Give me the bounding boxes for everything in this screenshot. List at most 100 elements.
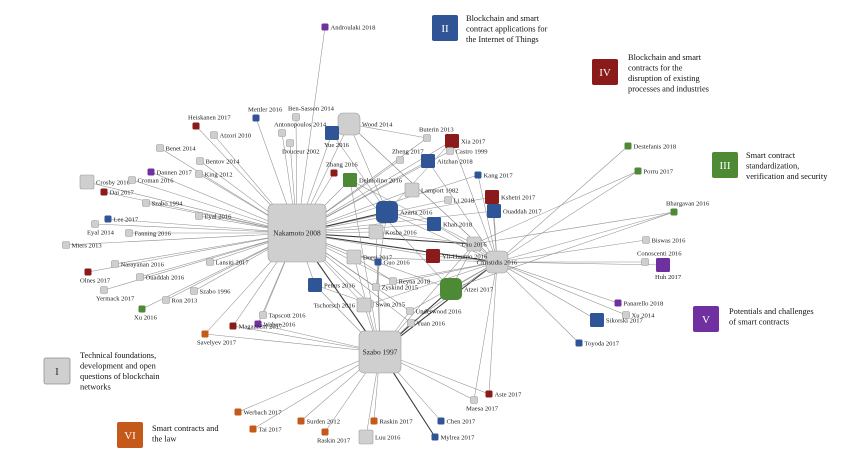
node-antonopoulos[interactable]: Antonopoulos 2014 xyxy=(274,122,327,137)
node-huh[interactable]: Huh 2017 xyxy=(655,258,682,281)
node-sikorski[interactable]: Sikorski 2017 xyxy=(590,313,644,327)
node-swan[interactable]: Swan 2015 xyxy=(366,300,406,309)
node-khan[interactable]: Khan 2018 xyxy=(427,217,473,231)
node-tschorsch[interactable]: Tschorsch 2016 xyxy=(314,297,372,313)
node-szabo1994[interactable]: Szabo 1994 xyxy=(142,199,184,208)
node-destefanis[interactable]: Destefanis 2018 xyxy=(624,142,677,151)
node-dorri[interactable]: Dorri 2017 xyxy=(346,249,393,265)
node-square xyxy=(376,201,398,223)
node-androulaki[interactable]: Androulaki 2018 xyxy=(321,23,377,32)
node-aste[interactable]: Aste 2017 xyxy=(485,390,523,399)
node-benet[interactable]: Benet 2014 xyxy=(156,144,197,153)
node-atzei[interactable]: Atzei 2017 xyxy=(440,278,494,300)
node-yuan[interactable]: Yuan 2016 xyxy=(407,319,446,328)
node-szabo1996[interactable]: Szabo 1996 xyxy=(190,287,232,296)
node-kosba[interactable]: Kosba 2016 xyxy=(368,224,417,240)
edge-christidis-xu2014 xyxy=(496,261,627,316)
node-buterin[interactable]: Buterin 2013 xyxy=(419,127,454,142)
edge-christidis-bhargavan xyxy=(496,211,675,263)
node-raskin2017b[interactable]: Raskin 2017 xyxy=(317,428,351,445)
node-label: Eyal 2014 xyxy=(87,230,115,237)
node-douceur[interactable]: Douceur 2002 xyxy=(282,139,320,156)
node-fanning[interactable]: Fanning 2016 xyxy=(125,229,172,238)
node-aitzhan[interactable]: Aitzhan 2018 xyxy=(421,154,473,168)
node-yermack[interactable]: Yermack 2017 xyxy=(96,286,135,303)
node-azaria[interactable]: Azaria 2016 xyxy=(376,201,433,223)
node-maesa[interactable]: Maesa 2017 xyxy=(466,396,499,413)
node-square xyxy=(641,258,649,266)
node-yli[interactable]: Yli-Huumo 2016 xyxy=(426,249,488,263)
node-porru[interactable]: Porru 2017 xyxy=(634,167,674,176)
node-narayanan[interactable]: Narayanan 2016 xyxy=(111,260,165,269)
node-label: Chen 2017 xyxy=(447,419,476,426)
node-li2018[interactable]: Li 2018 xyxy=(444,196,475,205)
node-heiskanen[interactable]: Heiskanen 2017 xyxy=(188,115,231,130)
node-tai[interactable]: Tai 2017 xyxy=(249,425,283,434)
node-square xyxy=(156,144,164,152)
node-bhargavan[interactable]: Bhargavan 2016 xyxy=(666,201,710,216)
node-square xyxy=(100,188,108,196)
node-olnes[interactable]: Olnes 2017 xyxy=(80,268,111,285)
node-delmolino[interactable]: Delmolino 2016 xyxy=(343,173,403,187)
node-dai[interactable]: Dai 2017 xyxy=(100,188,135,197)
node-peters[interactable]: Peters 2016 xyxy=(308,278,356,292)
node-kang[interactable]: Kang 2017 xyxy=(474,171,514,180)
node-guo[interactable]: Guo 2016 xyxy=(374,258,411,267)
node-conoscenti[interactable]: Conoscenti 2016 xyxy=(637,251,682,266)
node-crosby[interactable]: Crosby 2016 xyxy=(79,174,131,190)
node-szabo1997[interactable]: Szabo 1997 xyxy=(358,330,402,374)
node-zyskind[interactable]: Zyskind 2015 xyxy=(372,283,419,292)
node-surden[interactable]: Surden 2012 xyxy=(297,417,341,426)
node-zheng[interactable]: Zheng 2017 xyxy=(392,149,424,164)
legend-description-line: Potentials and challenges xyxy=(729,307,814,316)
node-werbach[interactable]: Werbach 2017 xyxy=(234,408,283,417)
node-bensasson[interactable]: Ben-Sasson 2014 xyxy=(288,106,335,121)
node-square xyxy=(431,433,439,441)
node-chen[interactable]: Chen 2017 xyxy=(437,417,476,426)
node-luu[interactable]: Luu 2016 xyxy=(461,236,487,252)
node-underwood[interactable]: Underwood 2016 xyxy=(406,307,463,316)
edge-nakamoto-crosby xyxy=(86,181,298,234)
node-tapscott[interactable]: Tapscott 2016 xyxy=(259,311,307,320)
node-xia[interactable]: Xia 2017 xyxy=(445,134,486,148)
node-lansiti[interactable]: Lansiti 2017 xyxy=(206,258,250,267)
node-lee[interactable]: Lee 2017 xyxy=(104,215,139,224)
node-xu2014[interactable]: Xu 2014 xyxy=(622,311,656,320)
edge-christidis-azaria xyxy=(386,211,498,263)
node-label: Kshetri 2017 xyxy=(501,195,536,202)
node-atzori[interactable]: Atzori 2010 xyxy=(210,131,252,140)
node-ouaddah2016[interactable]: Ouaddah 2016 xyxy=(136,273,185,282)
node-luu2016b[interactable]: Luu 2016 xyxy=(358,429,401,445)
node-miers[interactable]: Miers 2013 xyxy=(62,241,103,250)
node-biswas[interactable]: Biswas 2016 xyxy=(642,236,687,245)
node-kshetri[interactable]: Kshetri 2017 xyxy=(485,190,536,204)
node-eyal2016[interactable]: Eyal 2016 xyxy=(195,212,233,221)
node-bentov[interactable]: Bentov 2014 xyxy=(196,157,241,166)
node-reyna[interactable]: Reyna 2018 xyxy=(389,277,431,286)
node-king[interactable]: King 2012 xyxy=(195,170,233,179)
node-magazzeni[interactable]: Magazzeni 2017 xyxy=(229,322,283,331)
node-nakamoto[interactable]: Nakamoto 2008 xyxy=(267,203,327,263)
node-weber[interactable]: Weber 2016 xyxy=(254,320,297,329)
node-ron[interactable]: Ron 2013 xyxy=(162,296,199,305)
node-panarello[interactable]: Panarello 2018 xyxy=(614,299,664,308)
node-croman[interactable]: Croman 2016 xyxy=(128,176,175,185)
node-christidis[interactable]: Christidis 2016 xyxy=(477,250,518,274)
node-yue[interactable]: Yue 2016 xyxy=(324,126,350,149)
node-zhang[interactable]: Zhang 2016 xyxy=(326,162,358,177)
node-savelyev[interactable]: Savelyev 2017 xyxy=(197,330,237,347)
node-eyal2014[interactable]: Eyal 2014 xyxy=(87,220,115,237)
node-mylrea[interactable]: Mylrea 2017 xyxy=(431,433,476,442)
node-wood[interactable]: Wood 2014 xyxy=(337,112,393,136)
node-castro[interactable]: Castro 1999 xyxy=(446,147,489,156)
node-lamport[interactable]: Lamport 1982 xyxy=(404,182,459,198)
legend-description-line: Blockchain and smart xyxy=(628,53,702,62)
node-mettler[interactable]: Mettler 2016 xyxy=(248,107,283,122)
node-ouaddah2017[interactable]: Ouaddah 2017 xyxy=(487,204,542,218)
node-dannen[interactable]: Dannen 2017 xyxy=(147,168,193,177)
node-toyoda[interactable]: Toyoda 2017 xyxy=(575,339,620,348)
node-label: Destefanis 2018 xyxy=(634,144,677,151)
node-raskin2017a[interactable]: Raskin 2017 xyxy=(370,417,414,426)
node-xu2016[interactable]: Xu 2016 xyxy=(134,305,158,322)
